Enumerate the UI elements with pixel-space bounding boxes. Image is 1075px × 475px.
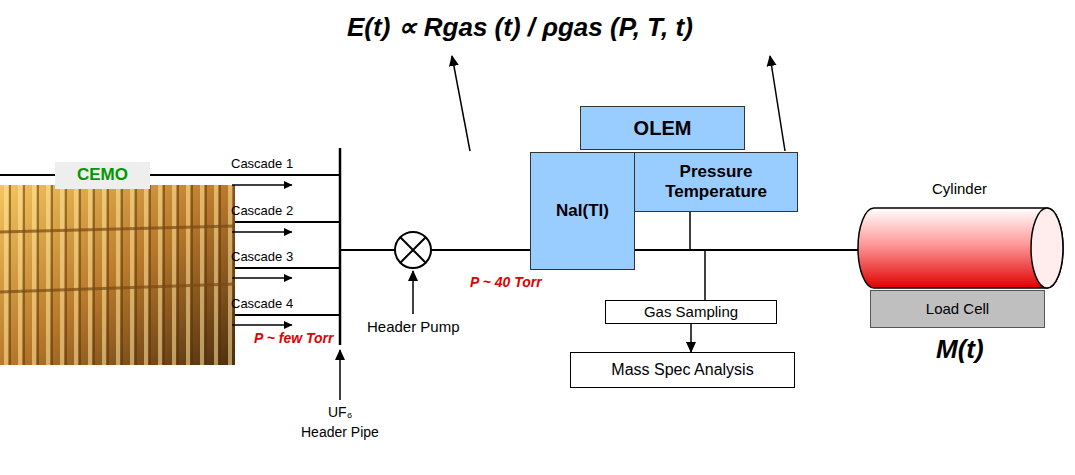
header-pointer xyxy=(339,350,341,400)
flow-arrow xyxy=(232,184,292,186)
sampling-tap xyxy=(704,250,706,300)
mass-signal: M(t) xyxy=(936,334,984,365)
detector-box: NaI(Tl) xyxy=(530,152,635,270)
sensor-tap xyxy=(689,212,691,250)
main-pipe xyxy=(431,249,858,251)
pipe-label: Header Pipe xyxy=(301,424,379,441)
cascade-label: Cascade 2 xyxy=(231,203,293,219)
node-text: Gas Sampling xyxy=(644,303,738,321)
sensor-box: Pressure Temperature xyxy=(634,152,798,212)
node-text: Mass Spec Analysis xyxy=(611,360,753,379)
node-text: OLEM xyxy=(634,116,692,140)
cylinder-vessel: Cylinder xyxy=(852,180,1067,292)
photo-pipework xyxy=(0,226,235,232)
monitor-box: CEMO xyxy=(55,162,150,189)
flow-arrow xyxy=(232,231,292,233)
pump-pointer xyxy=(412,271,414,314)
pressure-note: P ~ few Torr xyxy=(254,330,333,347)
node-text: Load Cell xyxy=(926,300,989,318)
cylinder-end xyxy=(1031,208,1063,288)
flow-arrow xyxy=(232,324,292,326)
header-pipe xyxy=(339,148,342,345)
node-text: NaI(Tl) xyxy=(556,201,609,221)
pump-cross xyxy=(400,237,425,262)
flow-arrow xyxy=(232,277,292,279)
formula-pointer xyxy=(770,56,785,151)
node-text: CEMO xyxy=(77,165,128,185)
centrifuge-photo xyxy=(0,185,235,365)
load-cell-box: Load Cell xyxy=(870,290,1045,328)
node-text: Cylinder xyxy=(932,180,987,198)
pipe-label: UF₆ xyxy=(328,404,352,421)
pump-label: Header Pump xyxy=(367,318,460,336)
cascade-line xyxy=(0,174,340,176)
cascade-line xyxy=(235,221,340,223)
olem-box: OLEM xyxy=(580,106,745,150)
cylinder-body xyxy=(858,208,1063,288)
main-pipe xyxy=(340,249,395,251)
process-box: Gas Sampling xyxy=(605,300,777,324)
cascade-label: Cascade 4 xyxy=(231,296,293,312)
flow-connector xyxy=(690,324,692,352)
cascade-label: Cascade 3 xyxy=(231,249,293,265)
cascade-line xyxy=(235,267,340,269)
cascade-line xyxy=(235,314,340,316)
pump-symbol xyxy=(395,232,431,268)
process-box: Mass Spec Analysis xyxy=(570,352,795,388)
photo-pipework xyxy=(0,284,235,292)
cascade-label: Cascade 1 xyxy=(231,156,293,172)
formula-pointer xyxy=(452,56,470,151)
pressure-note: P ~ 40 Torr xyxy=(470,274,542,291)
formula-title: E(t) ∝ Rgas (t) / ρgas (P, T, t) xyxy=(347,12,693,43)
cylinder-drawing xyxy=(852,206,1067,292)
node-text: Pressure Temperature xyxy=(641,162,791,203)
pump-cross xyxy=(400,237,425,262)
centrifuge-tubes xyxy=(0,185,235,365)
